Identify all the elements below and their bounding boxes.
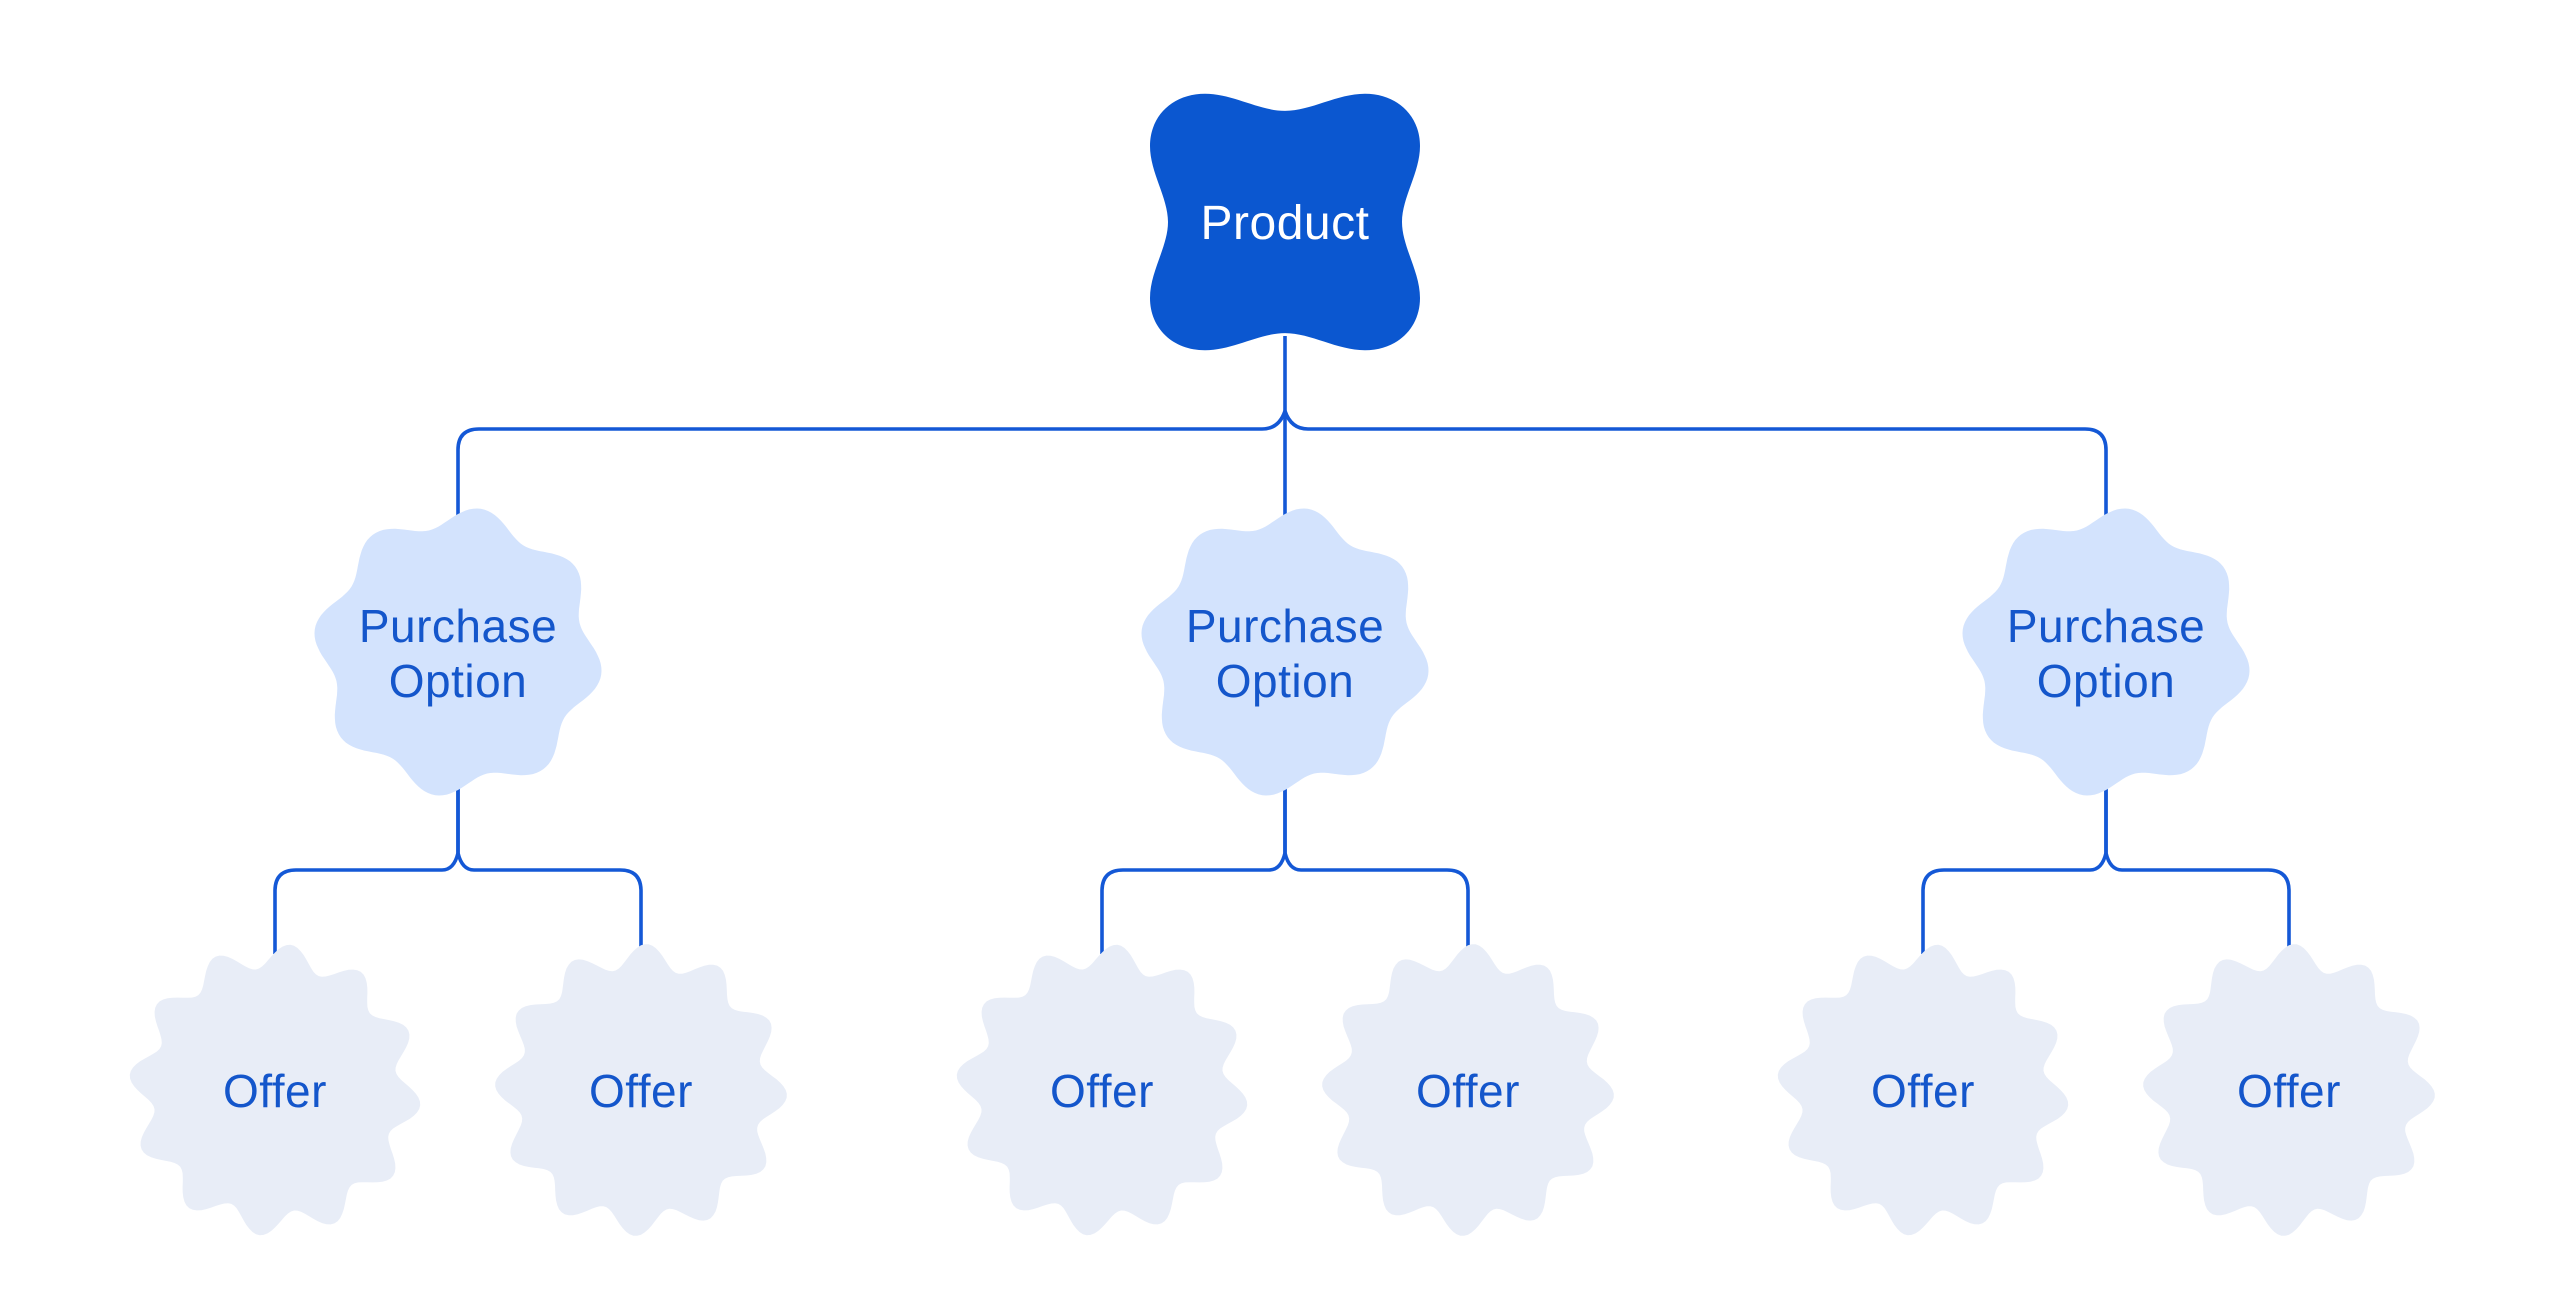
connector-branch-right [456,786,643,954]
offer-label: Offer [1871,1065,1975,1117]
product-label: Product [1201,197,1370,250]
purchase-option-label-line1: Purchase [1186,600,1384,652]
purchase-blob-shape [314,508,602,796]
offer-blob-shape [956,944,1248,1236]
offer-blob-shape [1322,944,1614,1236]
connector-left-arm [456,410,1287,519]
offer-node-6: Offer [2143,944,2435,1236]
product-blob-shape [1150,93,1420,351]
purchase-option-node-3: Purchase Option [1962,508,2250,796]
offer-label: Offer [223,1065,327,1117]
connector-branch-left [273,786,460,954]
connector-product-to-purchase-options [456,336,2108,519]
purchase-option-label-line2: Option [2037,655,2176,707]
purchase-option-label-line1: Purchase [2007,600,2205,652]
purchase-blob-shape [1962,508,2250,796]
purchase-option-label-line2: Option [1216,655,1355,707]
offer-label: Offer [2237,1065,2341,1117]
connector-purchase-3-to-offers [1921,786,2291,954]
offer-node-2: Offer [495,944,787,1236]
offer-blob-shape [129,944,421,1236]
purchase-option-label-line1: Purchase [359,600,557,652]
connector-branch-right [1283,786,1470,954]
offer-label: Offer [589,1065,693,1117]
purchase-option-label-line2: Option [389,655,528,707]
offer-node-3: Offer [956,944,1248,1236]
purchase-option-node-1: Purchase Option [314,508,602,796]
offer-node-1: Offer [129,944,421,1236]
offer-label: Offer [1416,1065,1520,1117]
offer-node-4: Offer [1322,944,1614,1236]
offer-blob-shape [2143,944,2435,1236]
connector-branch-right [2104,786,2291,954]
purchase-option-node-2: Purchase Option [1141,508,1429,796]
offer-label: Offer [1050,1065,1154,1117]
connector-purchase-1-to-offers [273,786,643,954]
connector-right-arm [1283,410,2108,519]
connector-branch-left [1100,786,1287,954]
product-node: Product [1150,93,1420,351]
purchase-blob-shape [1141,508,1429,796]
offer-blob-shape [1777,944,2069,1236]
offer-blob-shape [495,944,787,1236]
connector-purchase-2-to-offers [1100,786,1470,954]
offer-node-5: Offer [1777,944,2069,1236]
connector-branch-left [1921,786,2108,954]
